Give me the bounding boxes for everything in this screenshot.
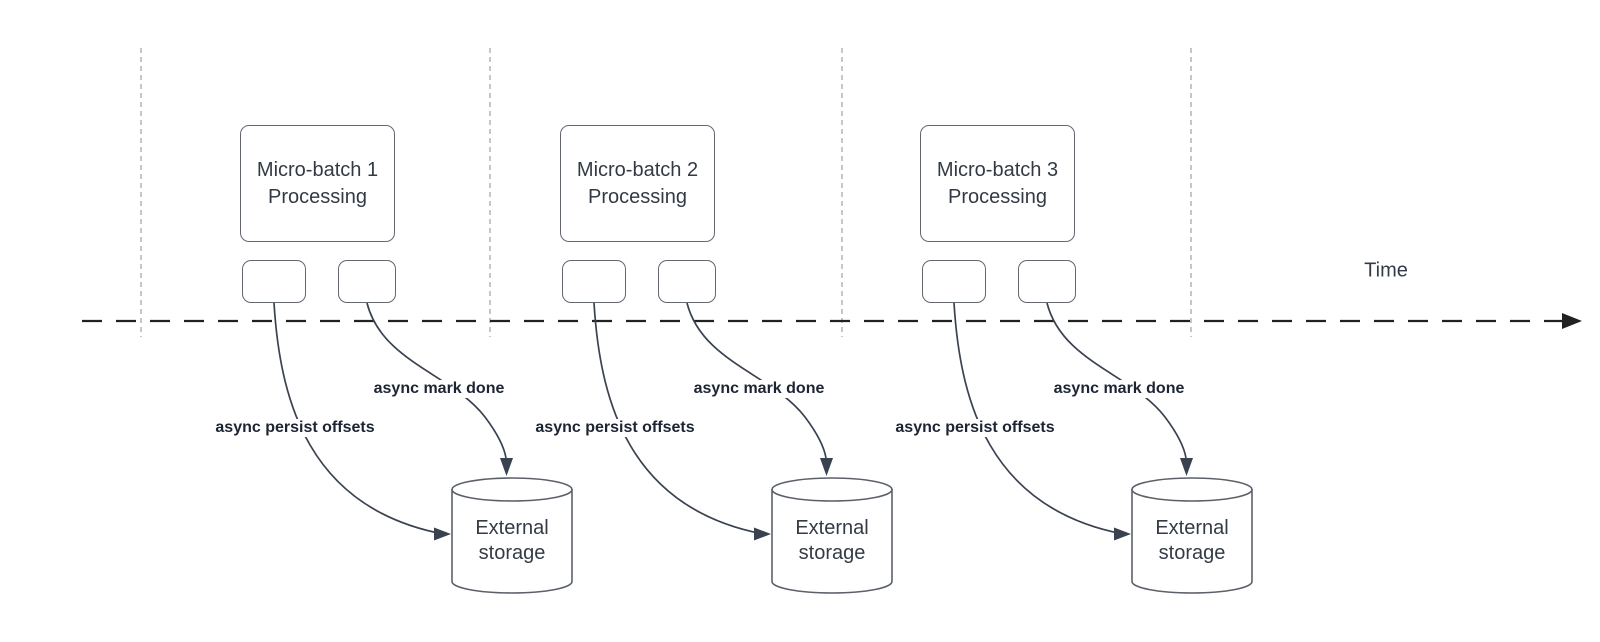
persist-offsets-arrow-3 xyxy=(953,302,1124,535)
external-storage-line1: External xyxy=(795,517,869,540)
persist-offsets-label-2: async persist offsets xyxy=(532,419,698,437)
mark-done-label-2: async mark done xyxy=(690,380,828,398)
persist-offsets-arrow-2 xyxy=(593,302,764,535)
persist-offsets-task-box-2 xyxy=(562,260,626,303)
external-storage-line1: External xyxy=(475,517,549,540)
mark-done-label-3: async mark done xyxy=(1050,380,1188,398)
persist-offsets-task-box-3 xyxy=(922,260,986,303)
persist-offsets-arrowhead-1 xyxy=(434,527,451,541)
external-storage-cylinder-top-3 xyxy=(1131,477,1253,502)
mark-done-arrowhead-3 xyxy=(1180,458,1193,476)
external-storage-cylinder-body-2 xyxy=(771,489,893,594)
persist-offsets-task-box-1 xyxy=(242,260,306,303)
mark-done-task-box-2 xyxy=(658,260,716,303)
time-axis-arrowhead xyxy=(1562,313,1582,329)
persist-offsets-label-3: async persist offsets xyxy=(892,419,1058,437)
micro-batch-title-line2: Processing xyxy=(948,185,1047,208)
mark-done-arrow-2 xyxy=(686,302,827,459)
time-axis-label: Time xyxy=(1364,259,1408,282)
external-storage-cylinder-body-3 xyxy=(1131,489,1253,594)
external-storage-cylinder-top-1 xyxy=(451,477,573,502)
persist-offsets-arrowhead-3 xyxy=(1114,527,1131,541)
mark-done-arrow-1 xyxy=(366,302,507,459)
external-storage-line1: External xyxy=(1155,517,1229,540)
micro-batch-title-line1: Micro-batch 1 xyxy=(256,158,379,181)
mark-done-task-box-3 xyxy=(1018,260,1076,303)
micro-batch-title-line2: Processing xyxy=(268,185,367,208)
external-storage-cylinder-body-1 xyxy=(451,489,573,594)
persist-offsets-arrow-1 xyxy=(273,302,444,535)
external-storage-line2: storage xyxy=(1158,542,1226,565)
external-storage-line2: storage xyxy=(798,542,866,565)
mark-done-task-box-1 xyxy=(338,260,396,303)
micro-batch-process-box-2: Micro-batch 2 Processing xyxy=(560,125,715,242)
external-storage-cylinder-top-2 xyxy=(771,477,893,502)
mark-done-arrowhead-1 xyxy=(500,458,513,476)
external-storage-line2: storage xyxy=(478,542,546,565)
mark-done-arrow-3 xyxy=(1046,302,1187,459)
micro-batch-title-line2: Processing xyxy=(588,185,687,208)
persist-offsets-label-1: async persist offsets xyxy=(212,419,378,437)
mark-done-label-1: async mark done xyxy=(370,380,508,398)
persist-offsets-arrowhead-2 xyxy=(754,527,771,541)
micro-batch-process-box-1: Micro-batch 1 Processing xyxy=(240,125,395,242)
micro-batch-title-line1: Micro-batch 3 xyxy=(936,158,1059,181)
mark-done-arrowhead-2 xyxy=(820,458,833,476)
micro-batch-process-box-3: Micro-batch 3 Processing xyxy=(920,125,1075,242)
micro-batch-title-line1: Micro-batch 2 xyxy=(576,158,699,181)
